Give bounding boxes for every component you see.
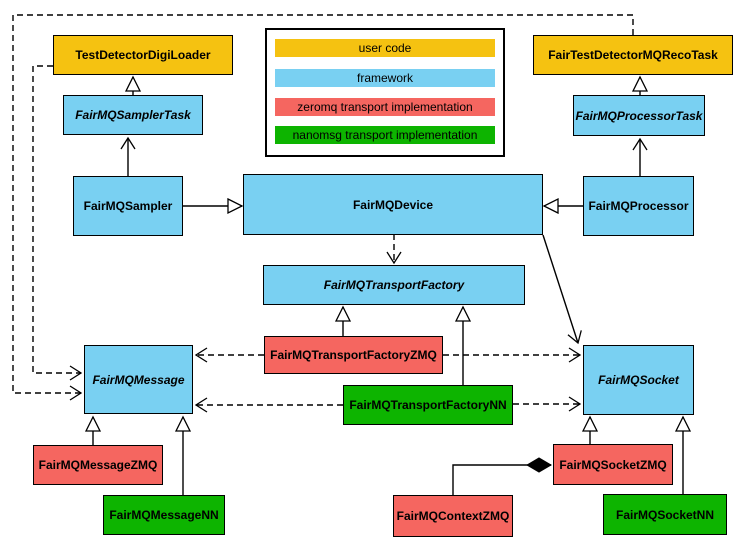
node-fairmq-message: FairMQMessage <box>84 345 193 414</box>
node-fairmq-socket: FairMQSocket <box>583 345 694 415</box>
node-fairmq-socket-nn: FairMQSocketNN <box>603 494 727 535</box>
legend-label: nanomsg transport implementation <box>292 128 478 142</box>
node-fairmq-socket-zmq: FairMQSocketZMQ <box>553 444 673 485</box>
legend-item-zeromq: zeromq transport implementation <box>275 98 495 116</box>
legend-label: zeromq transport implementation <box>297 100 473 114</box>
node-fair-test-detector-mq-reco-task: FairTestDetectorMQRecoTask <box>533 35 733 75</box>
node-fairmq-processor: FairMQProcessor <box>583 176 694 236</box>
node-fairmq-message-zmq: FairMQMessageZMQ <box>33 445 163 485</box>
legend-item-user-code: user code <box>275 39 495 57</box>
legend-item-framework: framework <box>275 69 495 87</box>
legend-label: framework <box>356 71 413 85</box>
node-fairmq-transport-factory: FairMQTransportFactory <box>263 265 525 305</box>
legend-item-nanomsg: nanomsg transport implementation <box>275 126 495 144</box>
node-fairmq-transport-factory-nn: FairMQTransportFactoryNN <box>343 385 513 425</box>
legend-box: user code framework zeromq transport imp… <box>265 28 505 157</box>
node-fairmq-sampler-task: FairMQSamplerTask <box>63 95 203 135</box>
node-fairmq-sampler: FairMQSampler <box>73 176 183 236</box>
edge-contextzmq-to-socketzmq <box>452 457 552 495</box>
node-fairmq-transport-factory-zmq: FairMQTransportFactoryZMQ <box>264 336 443 374</box>
node-fairmq-context-zmq: FairMQContextZMQ <box>393 495 513 537</box>
edge-recotask-to-message <box>12 14 634 401</box>
legend-label: user code <box>358 41 412 55</box>
node-fairmq-message-nn: FairMQMessageNN <box>103 495 225 535</box>
node-fairmq-processor-task: FairMQProcessorTask <box>573 95 705 136</box>
node-test-detector-digi-loader: TestDetectorDigiLoader <box>53 35 233 75</box>
node-fairmq-device: FairMQDevice <box>243 174 543 235</box>
edge-digiloader-to-message <box>32 65 83 381</box>
edge-device-to-socket <box>542 234 582 345</box>
